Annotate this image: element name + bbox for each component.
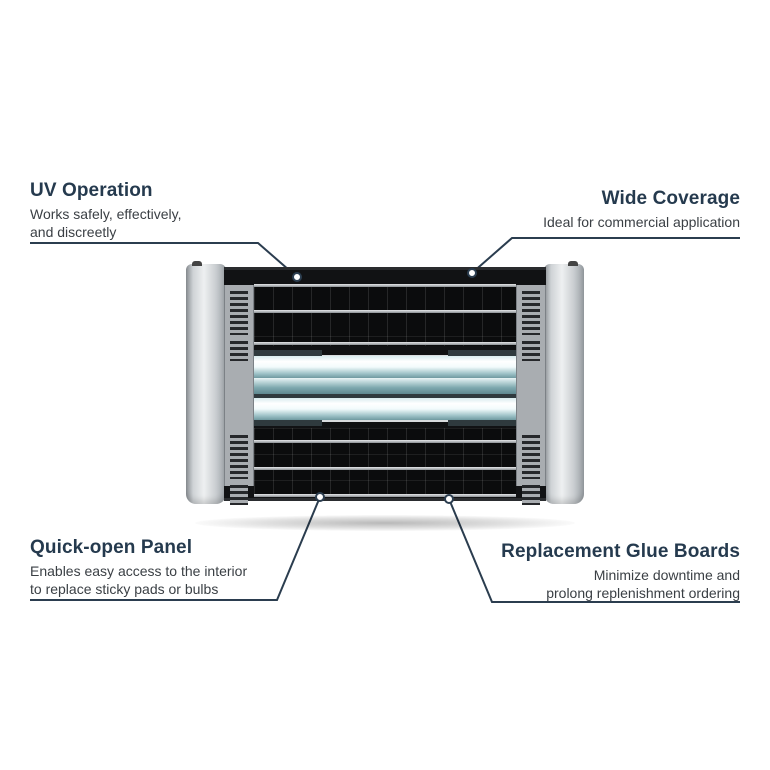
left-vent-grille: [224, 285, 254, 505]
device-shadow: [195, 515, 575, 531]
description-line: Enables easy access to the interior: [30, 563, 248, 579]
trap-body: [224, 267, 546, 505]
right-vent-grille: [516, 285, 546, 505]
callout-quick-open-panel: Quick-open Panel Enables easy access to …: [30, 537, 247, 598]
description-line: Works safely, effectively,: [30, 206, 182, 222]
right-end-cap: [544, 261, 584, 504]
callout-description: Ideal for commercial application: [543, 213, 740, 231]
callout-title: Wide Coverage: [601, 188, 740, 209]
callout-description: Enables easy access to the interior to r…: [30, 562, 247, 598]
callout-description: Works safely, effectively, and discreetl…: [30, 205, 181, 241]
description-line: Minimize downtime and: [593, 567, 740, 583]
left-end-cap: [186, 261, 226, 504]
uv-tube-middle: [254, 378, 516, 394]
leader-line-uv-operation: [30, 242, 298, 278]
callout-title: Quick-open Panel: [30, 537, 193, 558]
description-line: Ideal for commercial application: [543, 214, 740, 230]
callout-wide-coverage: Wide Coverage Ideal for commercial appli…: [543, 188, 740, 231]
callout-uv-operation: UV Operation Works safely, effectively, …: [30, 180, 181, 241]
uv-trap-device: [186, 261, 584, 505]
callout-title: UV Operation: [30, 180, 153, 201]
callout-replacement-glue-boards: Replacement Glue Boards Minimize downtim…: [501, 541, 740, 602]
uv-lamp-zone: [254, 350, 516, 427]
lower-glue-board: [254, 428, 516, 496]
description-line: prolong replenishment ordering: [546, 585, 740, 601]
leader-line-quick-open-panel: [30, 496, 321, 601]
leader-line-replacement-glue-boards: [448, 498, 740, 603]
callout-title: Replacement Glue Boards: [501, 541, 740, 562]
leader-line-wide-coverage: [471, 237, 740, 274]
description-line: and discreetly: [30, 224, 117, 240]
description-line: to replace sticky pads or bulbs: [30, 581, 219, 597]
uv-tube-lower: [254, 398, 516, 420]
upper-glue-board: [254, 284, 516, 346]
callout-description: Minimize downtime and prolong replenishm…: [501, 566, 740, 602]
uv-tube-upper: [254, 356, 516, 378]
